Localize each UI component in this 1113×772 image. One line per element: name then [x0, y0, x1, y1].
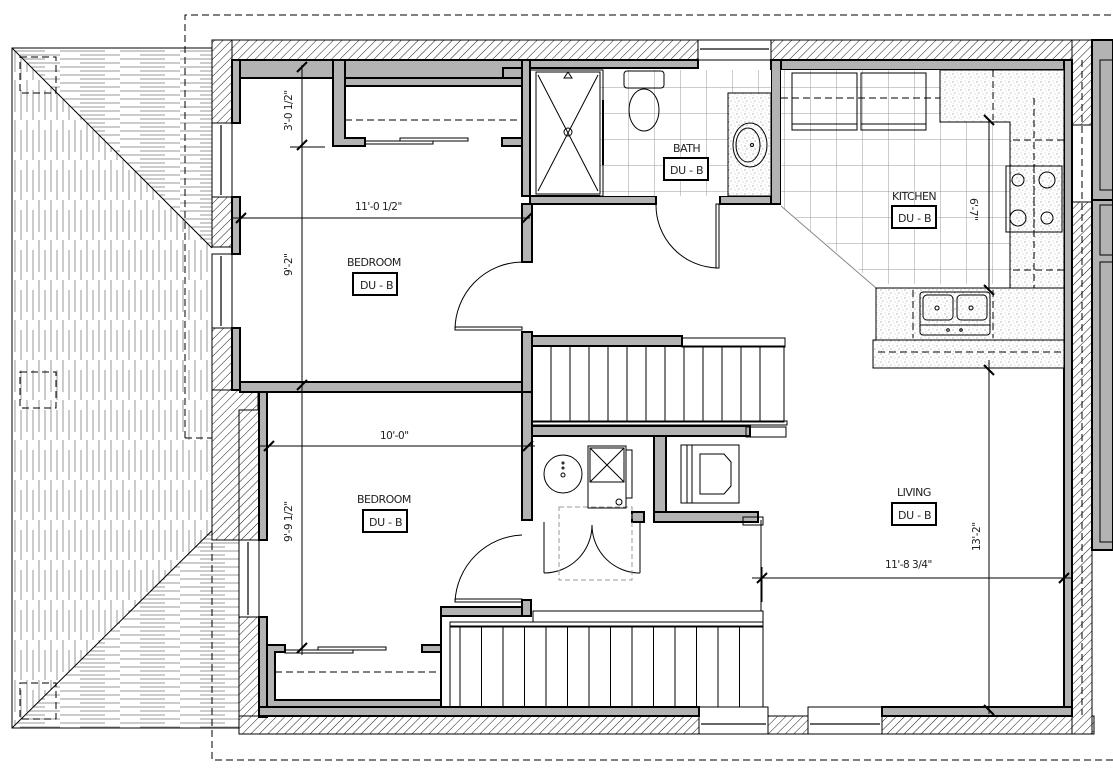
utility-room	[543, 444, 740, 509]
dim-kitchen-depth: 6'-7"	[967, 198, 979, 220]
windows	[211, 39, 883, 735]
room-tag	[891, 502, 937, 526]
room-tag-text: DU - B	[360, 279, 393, 292]
stair-treads-lower	[459, 627, 740, 707]
room-label: BATH	[673, 142, 700, 155]
washer-dryer-icon	[680, 444, 740, 504]
room-label: BEDROOM	[347, 256, 401, 269]
room-tag-text: DU - B	[670, 164, 703, 177]
dimension-lines	[232, 61, 1072, 716]
room-tag-text: DU - B	[898, 509, 931, 522]
room-label: KITCHEN	[892, 190, 936, 203]
room-bath: BATH DU - B	[663, 142, 709, 181]
adjacent-unit	[1081, 39, 1113, 715]
water-heater-icon	[587, 445, 627, 509]
dim-living-depth: 13'-2"	[971, 522, 983, 551]
roof-plan	[11, 47, 241, 729]
dim-bedroom2-depth: 9'-9 1/2"	[283, 501, 295, 542]
dim-bedroom1-width: 11'-0 1/2"	[355, 201, 402, 213]
closet-doors	[275, 119, 522, 673]
room-tag-text: DU - B	[898, 212, 931, 225]
room-tag	[362, 509, 408, 533]
utility-sink-icon	[543, 454, 583, 494]
room-tag-text: DU - B	[369, 516, 402, 529]
stairs-lower	[449, 516, 764, 708]
stairs-upper	[531, 337, 788, 438]
dim-bedroom2-width: 10'-0"	[380, 430, 409, 442]
exterior-walls	[211, 39, 1095, 735]
bath-room	[529, 69, 772, 197]
dim-bedroom1-depth: 9'-2"	[283, 254, 295, 276]
room-bedroom-2: BEDROOM DU - B	[357, 493, 411, 533]
room-tag	[663, 157, 709, 181]
room-tag	[352, 272, 398, 296]
room-bedroom-1: BEDROOM DU - B	[347, 256, 401, 296]
kitchen-sink-icon	[919, 291, 991, 336]
dim-closet-depth: 3'-0 1/2"	[283, 90, 295, 131]
sink-icon	[732, 122, 768, 168]
dim-living-width: 11'-8 3/4"	[885, 559, 932, 571]
overhang-line	[184, 14, 1113, 438]
room-label: LIVING	[897, 486, 931, 499]
room-tag	[891, 205, 937, 229]
stair-treads-upper	[550, 346, 761, 421]
toilet-icon	[628, 88, 660, 132]
room-label: BEDROOM	[357, 493, 411, 506]
toilet-tank-icon	[623, 70, 665, 89]
room-living: LIVING DU - B	[891, 486, 937, 526]
doors	[454, 203, 720, 603]
room-kitchen: KITCHEN DU - B	[891, 190, 937, 229]
